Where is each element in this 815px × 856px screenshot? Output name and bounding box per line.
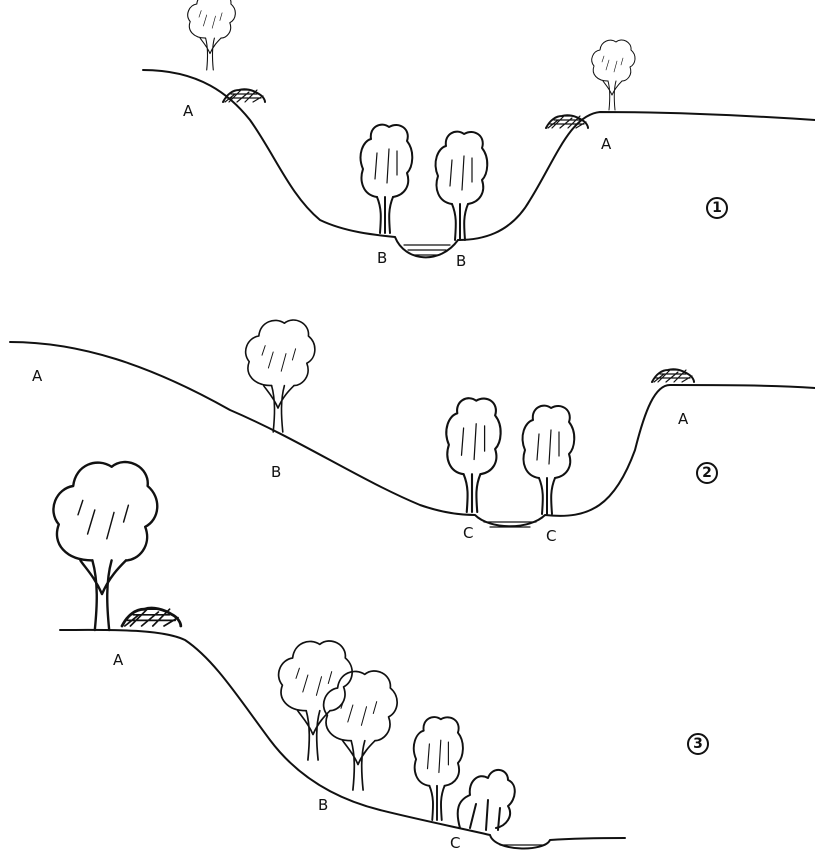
profile-2-tree-c-right (521, 404, 576, 515)
profile-1-label-a-right: A (601, 135, 612, 153)
profile-3-tree-b-left (277, 640, 354, 761)
profile-3-label-c: C (450, 834, 461, 852)
profile-3-tree-b-right (322, 670, 399, 791)
profile-1-number-badge: 1 (706, 197, 728, 219)
profile-3 (52, 460, 626, 850)
profile-2-tree-b (244, 319, 316, 433)
profile-2 (9, 319, 815, 528)
profile-2-label-b: B (271, 463, 282, 481)
profile-3-label-b: B (318, 796, 329, 814)
profile-2-tree-c-left (445, 397, 502, 514)
profile-1-label-b-right: B (456, 252, 467, 270)
profile-2-number-badge: 2 (696, 462, 718, 484)
profile-3-number-badge: 3 (687, 733, 709, 755)
profile-2-label-c-right: C (546, 527, 557, 545)
profile-1-tree-b-left (359, 123, 414, 234)
profile-2-label-a-right: A (678, 410, 689, 428)
profile-1-water (403, 244, 451, 256)
profile-3-shrub-a (120, 606, 183, 628)
profile-1-label-a-left: A (183, 102, 194, 120)
profile-2-shrub-a-right (651, 368, 695, 383)
profile-2-label-c-left: C (463, 524, 474, 542)
profile-1-tree-a-left (187, 0, 236, 71)
profile-3-tree-a (52, 460, 159, 632)
profile-2-ground-line (9, 341, 815, 528)
profile-1 (142, 0, 815, 259)
profile-1-tree-b-right (434, 130, 489, 241)
profile-3-label-a: A (113, 651, 124, 669)
profile-1-label-b-left: B (377, 249, 388, 267)
profile-3-shrub-c (456, 769, 516, 831)
profile-3-ground-line (59, 628, 626, 850)
profile-3-tree-c (412, 716, 464, 821)
profile-1-tree-a-right (591, 39, 636, 111)
profile-1-shrub-a-left (222, 88, 266, 103)
profile-1-shrub-a-right (545, 114, 589, 129)
profile-2-label-a-left: A (32, 367, 43, 385)
profile-2-water (483, 521, 537, 528)
